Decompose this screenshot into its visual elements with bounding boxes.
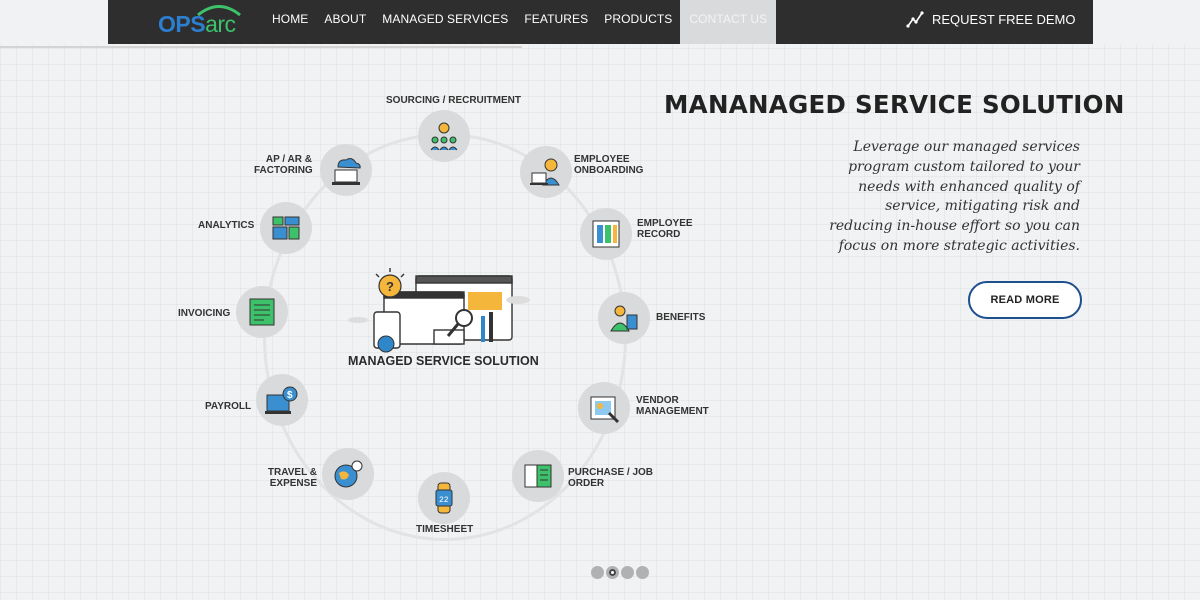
svg-text:?: ?	[386, 279, 394, 294]
label-payroll: PAYROLL	[205, 401, 252, 412]
managed-service-illustration: ?	[348, 268, 530, 353]
label-employee-onboarding: EMPLOYEE ONBOARDING	[574, 154, 644, 176]
nav-managed-services[interactable]: MANAGED SERVICES	[382, 12, 509, 26]
recruitment-icon[interactable]	[418, 110, 470, 162]
label-employee-record: EMPLOYEE RECORD	[637, 218, 693, 240]
brand-logo[interactable]: OPSarc	[158, 2, 248, 42]
slider-dot-3[interactable]	[621, 566, 634, 579]
payroll-icon[interactable]: $	[256, 374, 308, 426]
nav-products[interactable]: PRODUCTS	[604, 12, 673, 26]
logo-arc: arc	[205, 11, 236, 37]
svg-text:$: $	[287, 390, 293, 401]
invoicing-icon[interactable]	[236, 286, 288, 338]
main-menu: HOME ABOUT MANAGED SERVICES FEATURES PRO…	[264, 0, 777, 44]
label-vendor-management: VENDOR MANAGEMENT	[636, 395, 709, 417]
navbar-background	[108, 0, 1093, 44]
slider-dot-4[interactable]	[636, 566, 649, 579]
service-wheel-diagram: ? MANAGED SERVICE SOLUTION 22 $	[0, 48, 709, 558]
logo-text: OPSarc	[158, 12, 236, 36]
hero-description: Leverage our managed services program cu…	[829, 139, 1080, 254]
diagram-center-title: MANAGED SERVICE SOLUTION	[348, 354, 539, 368]
nav-home[interactable]: HOME	[272, 12, 309, 26]
slider-pagination	[591, 566, 649, 579]
nav-about[interactable]: ABOUT	[324, 12, 367, 26]
label-analytics: ANALYTICS	[198, 220, 255, 231]
nav-contact-us[interactable]: CONTACT US	[680, 0, 777, 44]
onboarding-icon[interactable]	[520, 146, 572, 198]
slider-dot-1[interactable]	[591, 566, 604, 579]
label-purchase-job-order: PURCHASE / JOB ORDER	[568, 467, 654, 489]
slider-top-divider	[0, 46, 522, 48]
logo-arc-icon	[197, 5, 241, 16]
read-more-button[interactable]: READ MORE	[968, 281, 1082, 319]
timesheet-icon[interactable]: 22	[418, 472, 470, 524]
benefits-icon[interactable]	[598, 292, 650, 344]
purchase-order-icon[interactable]	[512, 450, 564, 502]
request-demo-link[interactable]: REQUEST FREE DEMO	[906, 8, 1076, 30]
label-sourcing-recruitment: SOURCING / RECRUITMENT	[386, 95, 521, 106]
label-travel-expense: TRAVEL & EXPENSE	[267, 467, 317, 489]
label-benefits: BENEFITS	[656, 312, 706, 323]
hero-title: MANANAGED SERVICE SOLUTION	[664, 90, 1125, 119]
vendor-icon[interactable]	[578, 382, 630, 434]
cloud-laptop-icon[interactable]	[320, 144, 372, 196]
travel-icon[interactable]	[322, 448, 374, 500]
slider-dot-2[interactable]	[606, 566, 619, 579]
label-ap-ar-factoring: AP / AR & FACTORING	[254, 154, 313, 176]
label-timesheet: TIMESHEET	[416, 524, 474, 535]
analytics-icon[interactable]	[260, 202, 312, 254]
trend-line-icon	[906, 11, 924, 28]
svg-text:22: 22	[439, 496, 449, 505]
request-demo-label: REQUEST FREE DEMO	[932, 11, 1076, 27]
logo-ops: OPS	[158, 11, 206, 37]
top-navbar: OPSarc HOME ABOUT MANAGED SERVICES FEATU…	[0, 0, 1200, 44]
label-invoicing: INVOICING	[178, 308, 231, 319]
nav-features[interactable]: FEATURES	[524, 12, 589, 26]
record-icon[interactable]	[580, 208, 632, 260]
